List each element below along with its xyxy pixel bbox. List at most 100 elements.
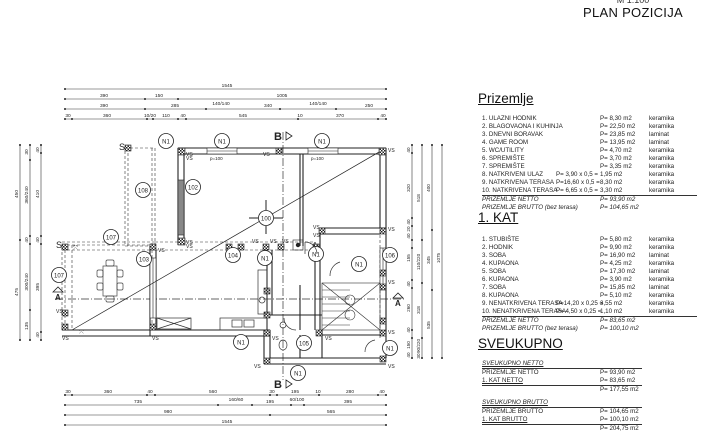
top-dimensions <box>65 88 386 120</box>
svg-text:160/60: 160/60 <box>229 397 244 403</box>
svg-text:10/20: 10/20 <box>144 113 156 119</box>
section-marker-b-bottom: B <box>274 379 293 391</box>
right-dimensions <box>411 145 443 358</box>
svg-text:280: 280 <box>346 389 354 395</box>
room-marker-104: 104 <box>225 247 241 263</box>
svg-text:10: 10 <box>297 113 303 119</box>
window-mark-n1: N1 <box>158 133 174 149</box>
svg-text:N1: N1 <box>355 263 363 269</box>
svg-text:B: B <box>274 379 282 391</box>
svg-text:40: 40 <box>380 113 386 119</box>
svg-text:60/100: 60/100 <box>290 397 305 403</box>
svg-text:360/240: 360/240 <box>24 186 30 204</box>
window-mark-n1: N1 <box>290 365 306 381</box>
svg-text:40: 40 <box>406 219 411 225</box>
svg-text:1075: 1075 <box>436 252 441 263</box>
svg-text:VS: VS <box>62 336 69 342</box>
svg-text:40: 40 <box>406 233 411 239</box>
svg-text:250: 250 <box>365 103 373 109</box>
svg-text:150: 150 <box>406 341 411 349</box>
svg-text:318: 318 <box>416 306 421 314</box>
svg-text:110: 110 <box>162 113 170 119</box>
svg-text:40: 40 <box>180 113 186 119</box>
svg-text:195: 195 <box>266 399 274 405</box>
svg-text:VS: VS <box>186 152 193 158</box>
svg-text:N1: N1 <box>162 140 170 146</box>
svg-text:40: 40 <box>379 389 385 395</box>
bottom-dimensions <box>65 394 386 426</box>
section-marker-b-top: B <box>274 131 293 143</box>
window-mark-n1: N1 <box>257 250 273 266</box>
svg-text:40: 40 <box>35 332 41 338</box>
svg-text:345: 345 <box>426 256 431 264</box>
brutto-heading: SVEUKUPNO BRUTTO <box>482 399 642 408</box>
svg-text:VS: VS <box>186 244 193 250</box>
bottom-dimension-labels: 30 360 40 560 30 195 10 280 40 735 160/6… <box>65 389 385 425</box>
chimney-icon <box>295 242 301 248</box>
columns <box>61 144 387 365</box>
room-marker-106: 106 <box>382 247 398 263</box>
right-dimension-ticks <box>411 144 443 359</box>
svg-text:140/140: 140/140 <box>309 101 327 107</box>
svg-text:30: 30 <box>24 149 30 155</box>
svg-text:360: 360 <box>104 389 112 395</box>
bottom-dimension-ticks <box>64 394 387 426</box>
svg-text:N1: N1 <box>237 341 245 347</box>
svg-text:395: 395 <box>35 283 41 291</box>
entrance-arrows: ⤧ ⤧ <box>73 245 84 336</box>
svg-text:105: 105 <box>299 342 310 348</box>
section-marker-a-left: A <box>52 286 64 302</box>
doors <box>283 241 376 353</box>
svg-text:VS: VS <box>186 156 193 162</box>
svg-text:140/140: 140/140 <box>212 101 230 107</box>
svg-text:p=100: p=100 <box>210 156 223 161</box>
svg-text:400: 400 <box>426 184 431 192</box>
room-marker-102: 102 <box>185 179 201 195</box>
svg-text:320: 320 <box>406 184 411 192</box>
svg-text:p=100: p=100 <box>311 156 324 161</box>
svg-text:VS: VS <box>263 152 270 158</box>
brutto-grand-total: P= 204,75 m2 <box>600 425 639 432</box>
svg-text:VS: VS <box>388 364 395 370</box>
svg-text:10: 10 <box>315 389 321 395</box>
svg-text:VS: VS <box>325 336 332 342</box>
netto-heading: SVEUKUPNO NETTO <box>482 360 642 369</box>
svg-text:A: A <box>395 299 401 308</box>
plan-title: PLAN POZICIJA <box>583 5 683 20</box>
svg-text:1545: 1545 <box>222 419 233 425</box>
svg-text:40: 40 <box>406 352 411 358</box>
svg-text:102: 102 <box>188 186 199 192</box>
room-marker-108: 108 <box>135 182 151 198</box>
svg-text:395: 395 <box>344 399 352 405</box>
svg-text:N1: N1 <box>312 253 320 259</box>
svg-text:B: B <box>274 131 282 143</box>
svg-text:N1: N1 <box>386 347 394 353</box>
sill-heights: p=100 p=100 <box>210 156 324 161</box>
svg-text:108: 108 <box>138 189 149 195</box>
section-title-sveukupno: SVEUKUPNO <box>478 336 563 351</box>
svg-text:VS: VS <box>388 330 395 336</box>
storage-box-icon <box>156 317 192 330</box>
svg-text:104: 104 <box>228 254 239 260</box>
room-marker-107: 107 <box>51 267 67 283</box>
svg-text:475: 475 <box>14 288 20 296</box>
floor-plan-drawing: 1545 390 150 1005 390 285 140/140 340 14… <box>14 83 443 426</box>
svg-text:S: S <box>56 240 62 250</box>
svg-text:40: 40 <box>406 147 411 153</box>
svg-text:VS: VS <box>388 280 395 286</box>
svg-text:390: 390 <box>100 103 108 109</box>
